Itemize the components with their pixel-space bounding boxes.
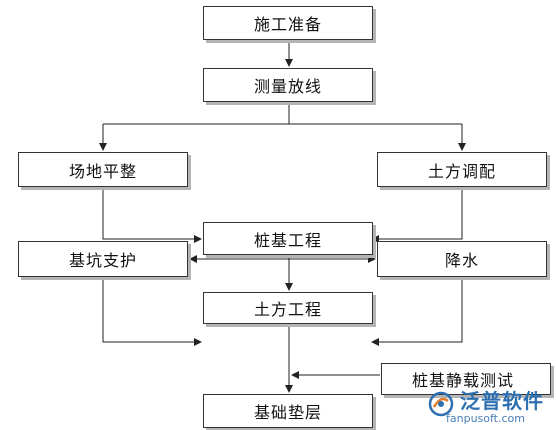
- watermark: 泛普软件 fanpusoft.com: [424, 385, 554, 429]
- node-earthwork: 土方工程: [203, 292, 373, 324]
- node-foundation-cushion: 基础垫层: [203, 394, 373, 428]
- watermark-url: fanpusoft.com: [446, 412, 525, 425]
- node-earthwork-balance-label: 土方调配: [427, 161, 496, 181]
- node-pile-foundation: 桩基工程: [203, 222, 373, 255]
- arrow-pit-earthwork: [102, 277, 202, 346]
- node-dewatering: 降水: [377, 241, 547, 277]
- arrow-site-pile: [102, 187, 202, 243]
- node-pit-support-label: 基坑支护: [69, 251, 138, 270]
- fanpu-logo-icon: [428, 391, 454, 417]
- node-survey-setout-label: 测量放线: [253, 77, 322, 96]
- node-construction-prep-label: 施工准备: [253, 15, 322, 34]
- node-survey-setout: 测量放线: [203, 68, 373, 102]
- arrow-dewater-earthwork: [371, 277, 463, 346]
- node-pile-foundation-label: 桩基工程: [253, 230, 322, 250]
- watermark-name: 泛普软件: [460, 389, 544, 413]
- node-construction-prep: 施工准备: [203, 6, 373, 40]
- node-pit-support: 基坑支护: [18, 241, 188, 277]
- node-dewatering-label: 降水: [444, 251, 479, 270]
- node-foundation-cushion-label: 基础垫层: [253, 403, 322, 422]
- node-earthwork-label: 土方工程: [253, 300, 322, 319]
- node-earthwork-balance: 土方调配: [377, 152, 547, 187]
- node-pile-load-test: 桩基静载测试: [381, 363, 551, 395]
- node-site-leveling: 场地平整: [18, 152, 188, 187]
- arrow-balance-pile: [371, 187, 463, 243]
- node-site-leveling-label: 场地平整: [69, 161, 138, 181]
- node-pile-load-test-label: 桩基静载测试: [412, 371, 515, 390]
